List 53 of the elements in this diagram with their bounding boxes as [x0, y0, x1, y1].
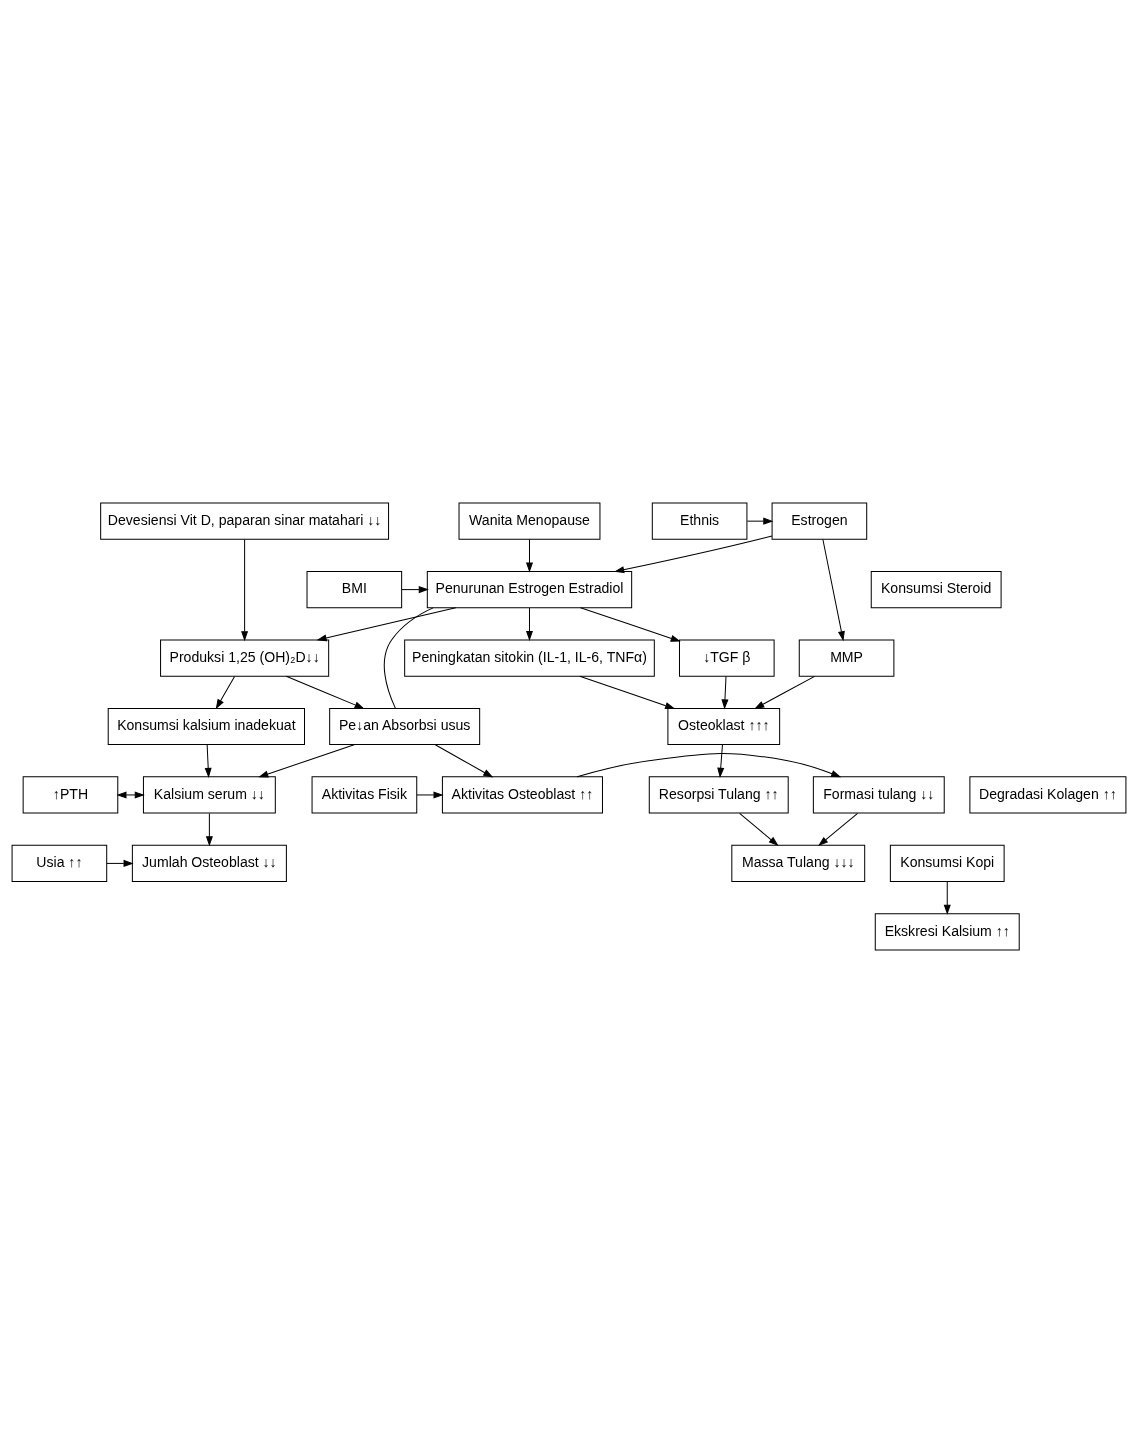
node-box: Ekskresi Kalsium ↑↑: [874, 912, 1020, 950]
arrow: [739, 812, 779, 846]
node-box: Kalsium serum ↓↓: [142, 775, 276, 814]
node-box: Ethnis: [651, 502, 748, 540]
arrow: [525, 538, 534, 573]
node-box: Usia ↑↑: [11, 844, 108, 882]
arrow: [943, 880, 951, 915]
node-box: ↑PTH: [22, 775, 119, 814]
node-box: Konsumsi Steroid: [870, 570, 1002, 608]
node-box: Estrogen: [771, 502, 868, 540]
arrow: [241, 538, 249, 641]
arrow: [614, 534, 773, 573]
arrow: [401, 585, 429, 593]
arrow: [258, 743, 355, 777]
node-box: Degradasi Kolagen ↑↑: [969, 775, 1127, 814]
node-box: Devesiensi Vit D, paparan sinar matahari ↓↓: [100, 502, 390, 540]
arrow: [754, 675, 816, 709]
node-box: Resorpsi Tulang ↑↑: [648, 775, 789, 814]
node-box: Aktivitas Fisik: [311, 775, 418, 814]
arrow: [580, 606, 681, 642]
arrow: [818, 812, 859, 846]
arrow: [416, 790, 444, 798]
arrow: [116, 790, 145, 798]
arrow: [434, 743, 494, 777]
node-box: Konsumsi Kopi: [889, 844, 1005, 882]
node-box: BMI: [306, 570, 403, 608]
node-box: ↓TGF β: [678, 638, 775, 677]
arrow: [525, 607, 534, 641]
node-box: Produksi 1,25 (OH)₂D↓↓: [160, 638, 330, 677]
node-box: Pe↓an Absorbsi usus: [329, 707, 481, 745]
arrow: [204, 743, 212, 778]
node-box: Formasi tulang ↓↓: [812, 775, 945, 814]
arrow: [576, 752, 842, 777]
node-box: Massa Tulang ↓↓↓: [731, 844, 866, 882]
arrow: [215, 675, 236, 709]
arrow: [717, 743, 725, 778]
node-box: Aktivitas Osteoblast ↑↑: [441, 775, 603, 814]
arrow: [721, 675, 729, 709]
arrow: [205, 812, 213, 846]
node-box: Wanita Menopause: [458, 502, 601, 540]
arrow: [316, 606, 457, 641]
arrow: [579, 675, 676, 709]
arrow: [822, 538, 845, 641]
node-box: Jumlah Osteoblast ↓↓: [131, 844, 287, 882]
node-box: MMP: [798, 638, 895, 677]
arrow: [746, 517, 774, 525]
node-box: Peningkatan sitokin (IL-1, IL-6, TNFα): [404, 638, 655, 677]
arrow: [106, 859, 134, 867]
connector: [383, 606, 434, 709]
node-box: Osteoklast ↑↑↑: [667, 707, 781, 745]
node-box: Penurunan Estrogen Estradiol: [426, 570, 633, 608]
arrow: [285, 675, 365, 709]
node-box: Konsumsi kalsium inadekuat: [107, 707, 305, 745]
